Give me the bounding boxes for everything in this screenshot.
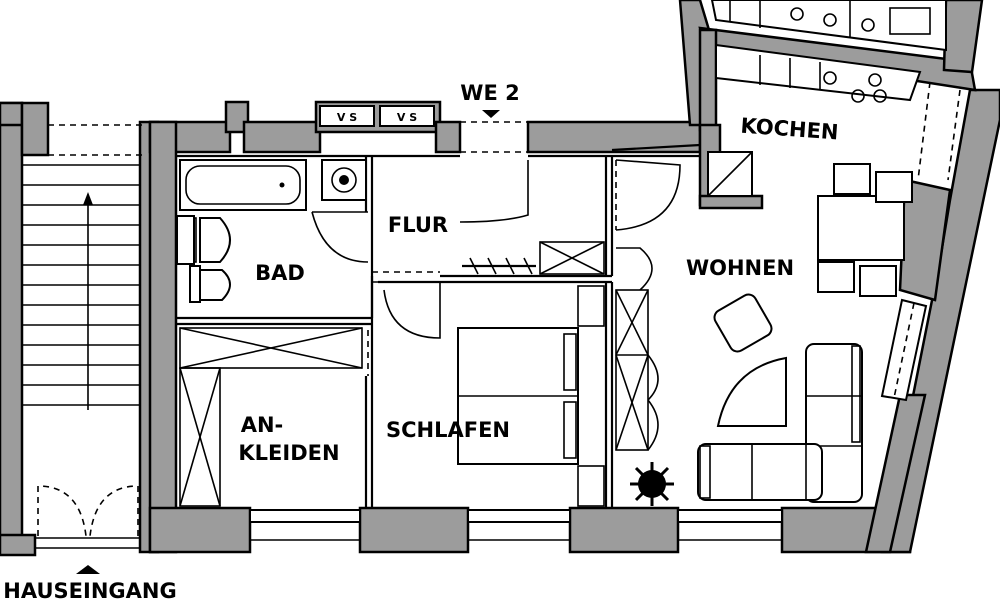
door-swings [311,159,681,339]
windows [249,298,928,541]
living-furniture [630,151,913,506]
stairwell-pillar [20,101,50,157]
corner-sofa [697,343,863,503]
meter-label-2: V S [397,111,417,124]
apartment-entry-arrow-icon [482,110,500,118]
outer-walls [148,0,1000,554]
entrance-double-door [35,485,140,549]
stair-arrow-icon [83,192,93,205]
toilet [199,269,231,301]
bathroom-fixtures [175,159,367,303]
bedroom-wardrobe [615,247,659,451]
room-label-schlafen: SCHLAFEN [386,418,510,442]
armchair [713,293,773,353]
room-label-kochen: KOCHEN [740,114,840,145]
meter-label-1: V S [337,111,357,124]
entrance-label: HAUSEINGANG [3,579,176,603]
door-openings [367,121,617,376]
stairwell [0,101,160,574]
round-coffee-table [716,356,787,427]
sink [199,217,231,263]
entrance-arrow-icon [76,565,100,574]
meter-boxes: V S V S [176,105,435,265]
room-label-bad: BAD [255,261,305,285]
upper-kitchen-fittings [710,0,961,181]
double-bed [457,285,605,507]
stair-treads [22,164,140,406]
room-label-wohnen: WOHNEN [686,256,794,280]
stairwell-corner [0,101,24,127]
stairwell-bottom-left-wall [0,533,37,557]
room-label-ankleiden-2: KLEIDEN [238,441,339,465]
toilet-tank [189,265,201,303]
plant-icon [630,462,674,506]
room-label-ankleiden-1: AN- [241,413,284,437]
flur-wardrobe [462,241,605,275]
room-label-flur: FLUR [388,213,448,237]
dining-table [817,195,905,261]
stairwell-left-wall [0,101,24,555]
unit-label: WE 2 [460,81,519,105]
bathtub [179,159,307,211]
ankleiden-storage [179,327,363,507]
